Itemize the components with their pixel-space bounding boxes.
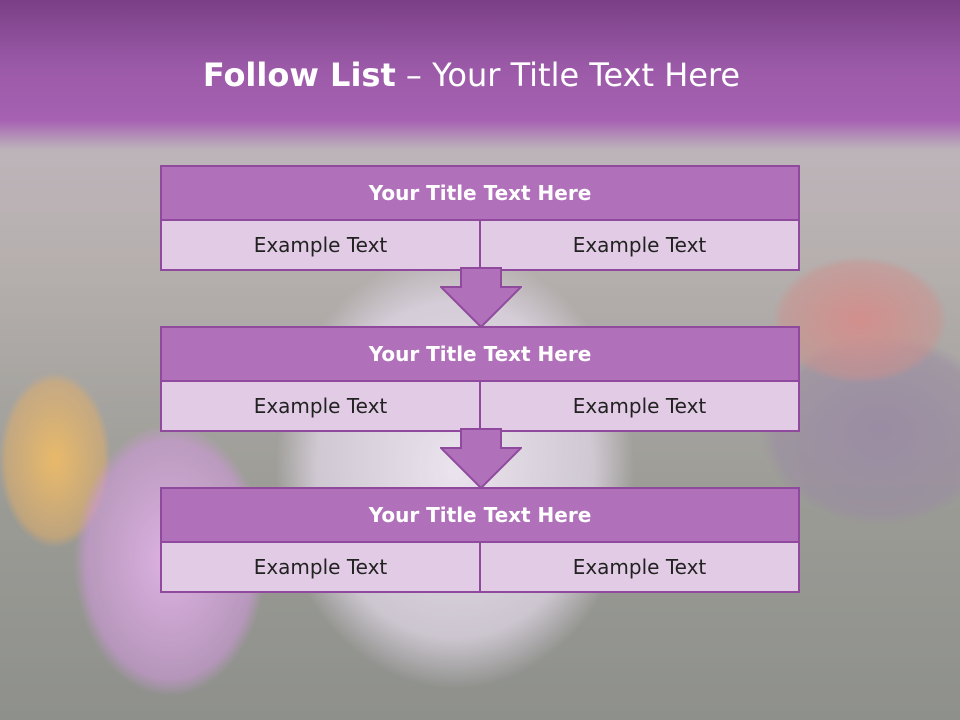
slide-title: Follow List – Your Title Text Here (0, 52, 943, 98)
down-arrow-icon (440, 267, 522, 329)
group-heading: Your Title Text Here (160, 165, 800, 221)
group-row: Example Text Example Text (160, 221, 800, 271)
down-arrow-icon (440, 428, 522, 490)
list-group-3: Your Title Text Here Example Text Exampl… (160, 487, 800, 593)
group-cell-left: Example Text (160, 543, 481, 593)
list-group-2: Your Title Text Here Example Text Exampl… (160, 326, 800, 432)
group-heading: Your Title Text Here (160, 326, 800, 382)
group-cell-left: Example Text (160, 221, 481, 271)
group-cell-right: Example Text (481, 221, 800, 271)
list-group-1: Your Title Text Here Example Text Exampl… (160, 165, 800, 271)
title-bold: Follow List (202, 56, 396, 94)
group-heading: Your Title Text Here (160, 487, 800, 543)
group-row: Example Text Example Text (160, 382, 800, 432)
group-row: Example Text Example Text (160, 543, 800, 593)
group-cell-right: Example Text (481, 382, 800, 432)
title-band (0, 0, 960, 150)
title-rest: – Your Title Text Here (395, 56, 741, 94)
group-cell-right: Example Text (481, 543, 800, 593)
group-cell-left: Example Text (160, 382, 481, 432)
